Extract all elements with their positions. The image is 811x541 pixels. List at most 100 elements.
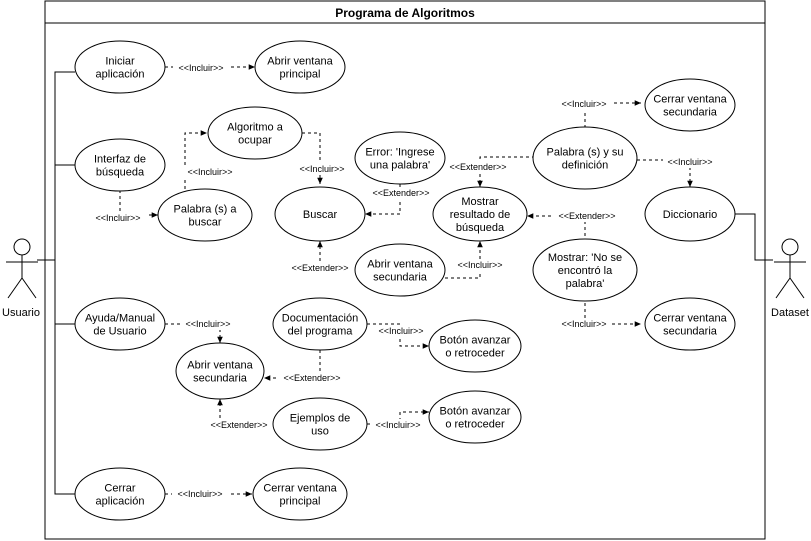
- usecase-label: principal: [280, 69, 321, 81]
- label-palabradef-cerrar: <<Incluir>>: [561, 99, 606, 109]
- usecase-label: Iniciar: [105, 56, 135, 68]
- usecase-label: buscar: [188, 217, 221, 229]
- usecase-diccionario[interactable]: Diccionario: [644, 186, 736, 242]
- usecase-label: ocupar: [238, 135, 272, 147]
- label-palabras-algoritmo: <<Incluir>>: [187, 167, 232, 177]
- usecase-label: Abrir ventana: [187, 360, 253, 372]
- usecase-ellipse: [252, 467, 348, 521]
- actor-usuario[interactable]: [6, 238, 38, 299]
- usecase-ellipse: [644, 186, 736, 242]
- usecase-label: secundaria: [193, 373, 248, 385]
- label-palabradef-mostrar: <<Extender>>: [449, 162, 506, 172]
- usecase-buscar[interactable]: Buscar: [274, 186, 366, 242]
- usecase-label: o retroceder: [445, 419, 505, 431]
- usecase-label: encontró la: [558, 265, 613, 277]
- usecase-label: Algoritmo a: [227, 122, 284, 134]
- relationship-labels: <<Incluir>> <<Incluir>> <<Incluir>> <<In…: [90, 61, 719, 500]
- usecase-label: búsqueda: [96, 167, 145, 179]
- usecase-label: principal: [280, 496, 321, 508]
- usecase-label: Diccionario: [663, 209, 717, 221]
- usecase-label: Buscar: [303, 209, 338, 221]
- label-palabradef-diccionario: <<Incluir>>: [667, 157, 712, 167]
- usecase-label: Cerrar ventana: [653, 94, 727, 106]
- usecase-label: secundaria: [663, 326, 718, 338]
- rel-error-buscar: [365, 184, 401, 217]
- rel-palabradef-mostrar: [477, 156, 535, 187]
- associations: [37, 71, 773, 495]
- usecase-label: Abrir ventana: [267, 56, 333, 68]
- usecase-label: Cerrar: [104, 483, 136, 495]
- usecase-label: Botón avanzar: [440, 335, 511, 347]
- usecase-ellipse: [428, 390, 522, 444]
- label-iniciar-abrir: <<Incluir>>: [178, 63, 223, 73]
- usecase-label: Palabra (s) y su: [546, 147, 623, 159]
- usecase-label: resultado de: [450, 209, 511, 221]
- usecase-ellipse: [175, 342, 265, 400]
- usecase-ellipse: [254, 40, 346, 94]
- usecase-label: una palabra': [370, 160, 430, 172]
- usecase-ellipse: [532, 126, 638, 190]
- usecase-ellipse: [74, 297, 166, 351]
- usecase-ellipse: [532, 238, 638, 302]
- usecase-label: Ejemplos de: [290, 413, 351, 425]
- usecase-label: Error: 'Ingrese: [365, 147, 434, 159]
- assoc-usuario-cerrar: [54, 324, 75, 495]
- usecase-ellipse: [74, 138, 166, 192]
- label-cerrar-principal: <<Incluir>>: [177, 489, 222, 499]
- label-abrir-mostrar: <<Incluir>>: [457, 260, 502, 270]
- usecase-label: aplicación: [96, 496, 145, 508]
- label-ejemplos-abrir: <<Extender>>: [210, 420, 267, 430]
- usecase-ellipse: [157, 188, 253, 242]
- usecase-label: Documentación: [282, 313, 358, 325]
- usecase-label: Palabra (s) a: [174, 204, 238, 216]
- label-interfaz-palabras: <<Incluir>>: [95, 213, 140, 223]
- usecase-ellipse: [74, 467, 166, 521]
- usecase-label: Ayuda/Manual: [85, 313, 155, 325]
- usecase-label: Mostrar: [461, 196, 499, 208]
- actor-usuario-label: Usuario: [2, 307, 40, 319]
- usecase-label: aplicación: [96, 69, 145, 81]
- usecase-label: del programa: [288, 326, 354, 338]
- system-title: Programa de Algoritmos: [335, 6, 475, 20]
- usecase-ellipse: [432, 186, 528, 242]
- usecase-ellipse: [272, 297, 368, 351]
- label-algoritmo-buscar: <<Incluir>>: [299, 164, 344, 174]
- rel-ejemplos-boton: [367, 409, 429, 425]
- actor-dataset[interactable]: [774, 238, 806, 299]
- usecase-label: Cerrar ventana: [653, 313, 727, 325]
- label-noencontro-mostrar: <<Extender>>: [558, 211, 615, 221]
- label-ejemplos-boton: <<Incluir>>: [375, 420, 420, 430]
- usecase-label: Botón avanzar: [440, 406, 511, 418]
- usecase-ellipse: [272, 397, 368, 451]
- label-error-buscar: <<Extender>>: [372, 188, 429, 198]
- usecase-label: definición: [562, 160, 608, 172]
- label-ayuda-abrir: <<Incluir>>: [185, 319, 230, 329]
- usecase-label: Cerrar ventana: [263, 483, 337, 495]
- label-abrir-buscar: <<Extender>>: [291, 263, 348, 273]
- label-doc-abrir: <<Extender>>: [283, 373, 340, 383]
- usecase-ellipse: [428, 319, 522, 373]
- assoc-usuario-trunk: [37, 71, 75, 261]
